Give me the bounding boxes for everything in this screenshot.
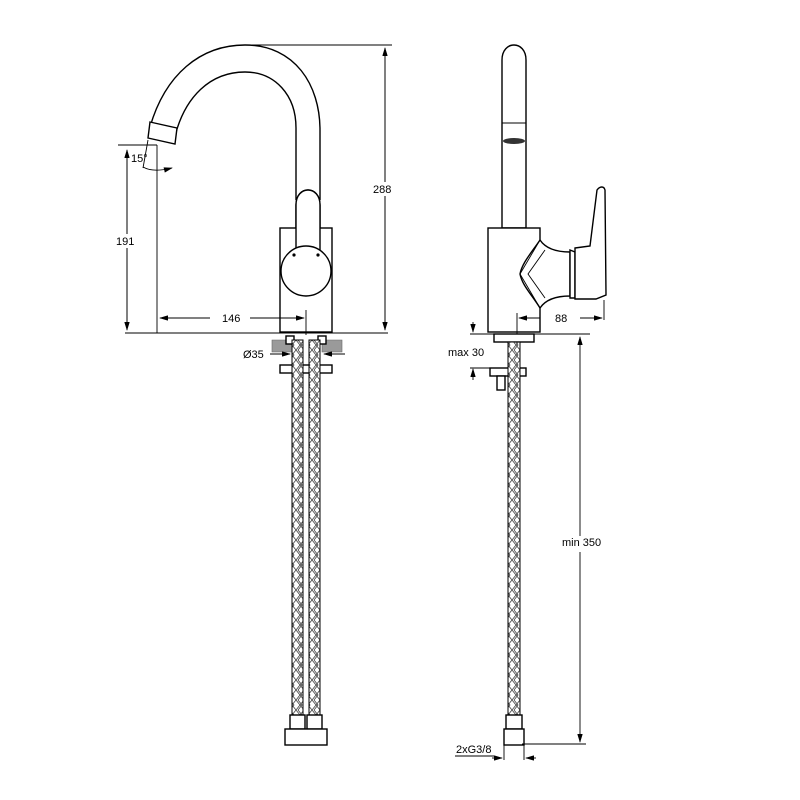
aerator xyxy=(147,121,178,145)
hose-side xyxy=(507,341,521,716)
spout-reach-label: 146 xyxy=(222,313,240,325)
hose-left xyxy=(291,339,304,716)
hose-ferrule-right xyxy=(306,714,323,730)
hose-ferrule-left xyxy=(289,714,306,730)
hose-length-label: min 350 xyxy=(562,537,601,549)
hose-nut-side xyxy=(503,728,525,746)
deck-thickness-label: max 30 xyxy=(448,347,484,359)
front-view: 15° 191 288 146 Ø35 xyxy=(114,44,398,746)
spout-column xyxy=(501,44,527,229)
lever-side xyxy=(574,186,607,300)
angle-label: 15° xyxy=(131,153,148,165)
connection-label: 2xG3/8 xyxy=(456,744,491,756)
spout-height-label: 191 xyxy=(116,236,134,248)
deck-right xyxy=(321,339,343,353)
hose-nut xyxy=(284,728,328,746)
hose-right xyxy=(308,339,321,716)
lever-reach-label: 88 xyxy=(555,313,567,325)
aerator-outlet xyxy=(503,138,525,144)
side-view: 88 max 30 min 350 2xG3/8 xyxy=(448,44,607,761)
lever-disc xyxy=(280,245,332,297)
hole-diameter-label: Ø35 xyxy=(243,349,264,361)
spout xyxy=(147,44,321,200)
total-height-label: 288 xyxy=(373,184,391,196)
